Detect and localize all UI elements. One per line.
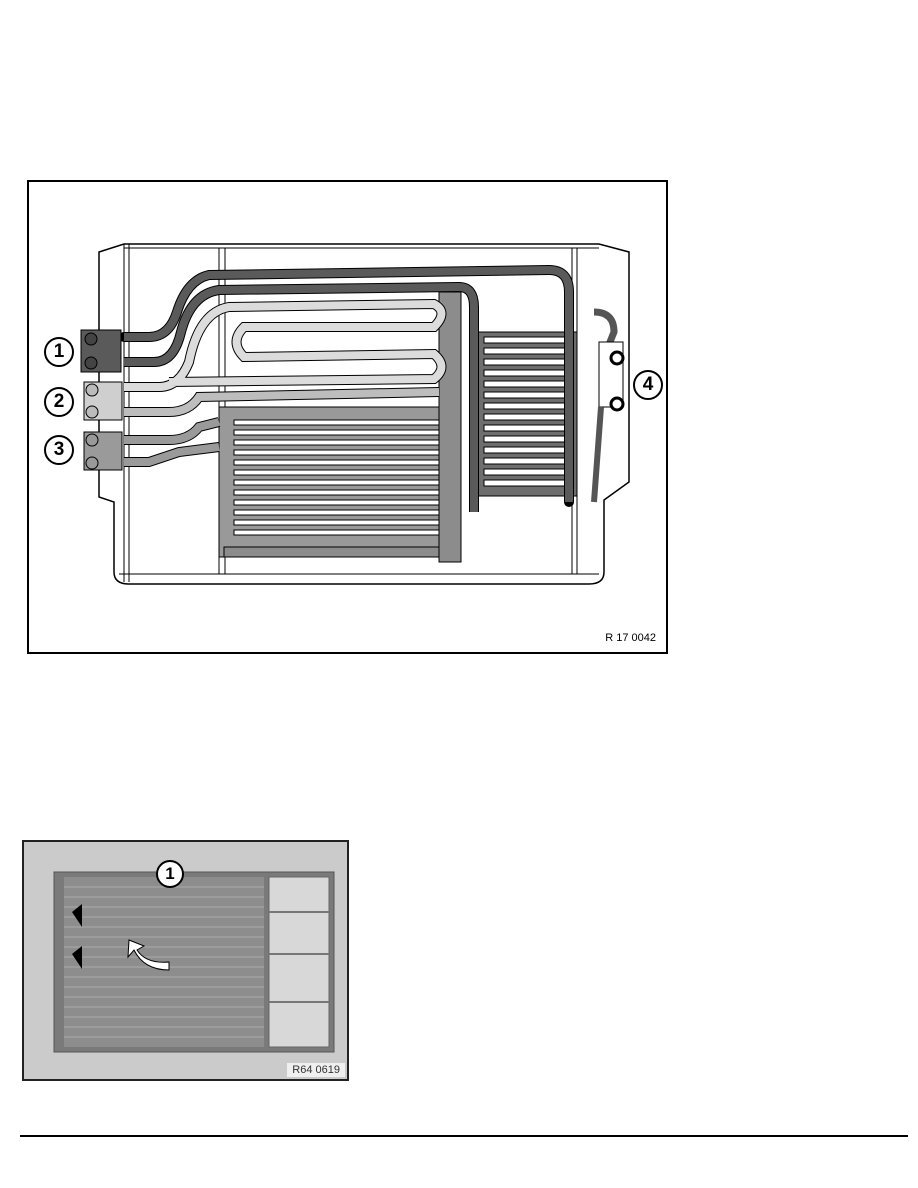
figure-code: R64 0619 bbox=[287, 1063, 345, 1077]
callout-1: 1 bbox=[44, 337, 74, 367]
callout-1: 1 bbox=[156, 860, 184, 888]
condenser-photo bbox=[24, 842, 347, 1079]
marker-arrow-icon bbox=[72, 946, 82, 969]
footer-rule bbox=[20, 1135, 908, 1137]
figure-condenser-photo: 1 R64 0619 bbox=[22, 840, 349, 1081]
callout-2: 2 bbox=[44, 387, 74, 417]
callout-4: 4 bbox=[633, 370, 663, 400]
rotation-arrow-icon bbox=[127, 939, 170, 971]
figure-code: R 17 0042 bbox=[605, 632, 656, 644]
callout-3: 3 bbox=[44, 435, 74, 465]
marker-arrow-icon bbox=[72, 904, 82, 927]
cooler-assembly-drawing bbox=[80, 243, 630, 585]
figure-cooler-lines: 1 2 3 4 R 17 0042 bbox=[27, 180, 668, 654]
